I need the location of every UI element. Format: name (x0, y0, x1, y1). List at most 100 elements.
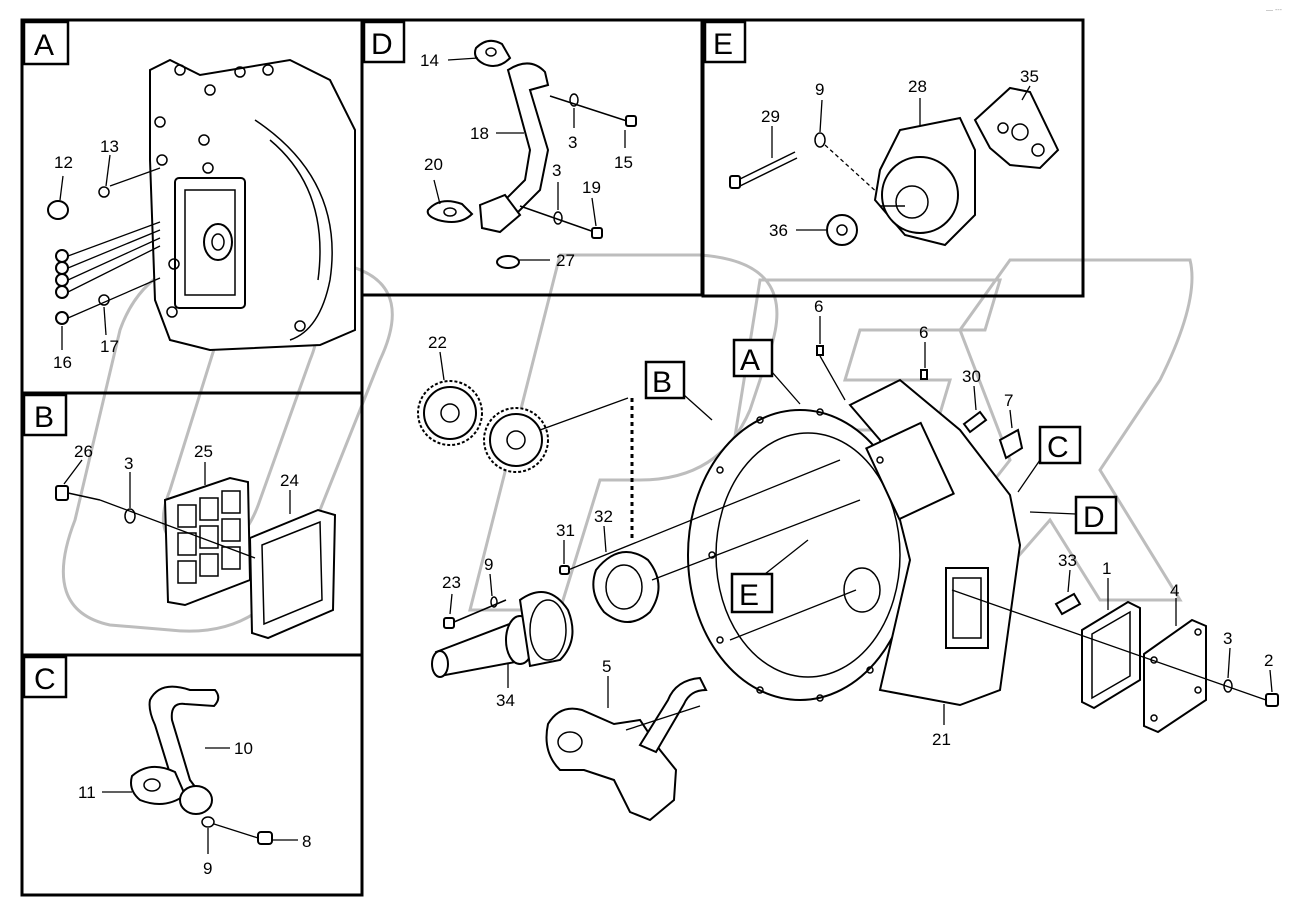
main-flag-e (730, 572, 774, 614)
callout-31: 31 (556, 521, 575, 540)
gear-36-hub (836, 224, 848, 236)
pump-port (557, 731, 583, 753)
gasket-35-hole-c (997, 122, 1009, 134)
callout-29: 29 (761, 107, 780, 126)
callout-9-main: 9 (484, 555, 493, 574)
main-flag-d (1074, 495, 1118, 535)
side-cover-c (864, 421, 956, 521)
cover-25-grid (177, 490, 241, 584)
shaft-center (211, 233, 225, 251)
shaft-flange (518, 591, 574, 668)
callout-34: 34 (496, 691, 515, 710)
pump-assembly-5 (545, 707, 678, 822)
callout-18: 18 (470, 124, 489, 143)
panel-e-letter: E (713, 28, 733, 61)
main-flag-b (644, 360, 686, 400)
washer-13 (98, 186, 110, 198)
panel-a: A 12 13 (20, 18, 364, 395)
callout-24: 24 (280, 471, 299, 490)
pump-body (881, 156, 959, 234)
tube-10 (148, 685, 220, 812)
callout-2: 2 (1264, 651, 1273, 670)
callout-12: 12 (54, 153, 73, 172)
callout-7: 7 (1004, 391, 1013, 410)
o-ring-27 (496, 255, 520, 269)
pin-6a (816, 345, 824, 356)
bolt-26 (55, 485, 69, 501)
washer-3-b (124, 508, 136, 524)
main-assembly: 22 B A 21 6 6 (417, 297, 1279, 822)
callout-33: 33 (1058, 551, 1077, 570)
callout-26: 26 (74, 442, 93, 461)
callout-27: 27 (556, 251, 575, 270)
callout-3-d-top: 3 (568, 133, 577, 152)
washer-9-e (814, 132, 826, 148)
panel-c-tag (22, 655, 68, 699)
callout-20: 20 (424, 155, 443, 174)
main-flag-b-letter: B (652, 366, 672, 399)
pump-hub (895, 185, 929, 219)
main-flag-c-letter: C (1047, 431, 1069, 464)
gasket-1-inner (1091, 610, 1131, 700)
housing-flange (254, 119, 333, 341)
gasket-20-hole (443, 207, 457, 217)
main-flag-a (732, 338, 774, 378)
callout-23: 23 (442, 573, 461, 592)
dowel-30 (962, 410, 988, 434)
plug-33 (1054, 592, 1082, 616)
panel-a-letter: A (34, 29, 54, 62)
panel-b-tag (22, 393, 68, 437)
callout-6a: 6 (814, 297, 823, 316)
callout-11: 11 (78, 783, 96, 802)
callout-15: 15 (614, 153, 633, 172)
bolt-23 (443, 617, 455, 629)
corner-mark: — --- (1266, 7, 1283, 14)
plug-12 (47, 200, 69, 220)
callout-32: 32 (594, 507, 613, 526)
callout-19: 19 (582, 178, 601, 197)
callout-36: 36 (769, 221, 788, 240)
panel-c-letter: C (34, 663, 56, 696)
gasket-32-bore (605, 564, 643, 610)
fitting-block (179, 785, 213, 815)
washer-17 (98, 294, 110, 306)
gasket-1 (1081, 600, 1141, 710)
washer-9-c (201, 816, 215, 828)
callout-28: 28 (908, 77, 927, 96)
callout-16: 16 (53, 353, 72, 372)
cover-4-bolt-d (1194, 686, 1202, 694)
main-flag-e-letter: E (739, 579, 759, 612)
callout-10: 10 (234, 739, 253, 758)
callout-8: 8 (302, 832, 311, 851)
main-flag-a-letter: A (740, 344, 760, 377)
shaft-flange-bore (529, 599, 567, 661)
panel-e-frame (701, 18, 1085, 298)
callout-17: 17 (100, 337, 119, 356)
gear-pair-22 (417, 380, 549, 473)
callout-4: 4 (1170, 581, 1179, 600)
gasket-20 (426, 200, 474, 223)
housing-flange-inner (269, 139, 321, 281)
cover-4 (1143, 618, 1207, 734)
bolt-29-head (729, 175, 741, 189)
bolt-29 (737, 151, 798, 187)
bolt-8 (257, 831, 273, 845)
panel-b: B 26 3 25 24 (20, 391, 364, 657)
callout-13: 13 (100, 137, 119, 156)
pump-bore (843, 567, 881, 613)
gasket-35-hole-b (1031, 143, 1045, 157)
panel-b-letter: B (34, 401, 54, 434)
gasket-35-hole-a (1011, 123, 1029, 141)
callout-6b: 6 (919, 323, 928, 342)
pin-6b (920, 369, 928, 380)
gasket-14 (474, 39, 512, 67)
callout-3-main: 3 (1223, 629, 1232, 648)
pin-31 (559, 565, 570, 575)
gasket-24-inner (261, 520, 323, 626)
callout-30: 30 (962, 367, 981, 386)
washer-3-main (1223, 679, 1233, 693)
callout-21: 21 (932, 730, 951, 749)
gear-36 (826, 214, 858, 246)
callout-3-d-bottom: 3 (552, 161, 561, 180)
